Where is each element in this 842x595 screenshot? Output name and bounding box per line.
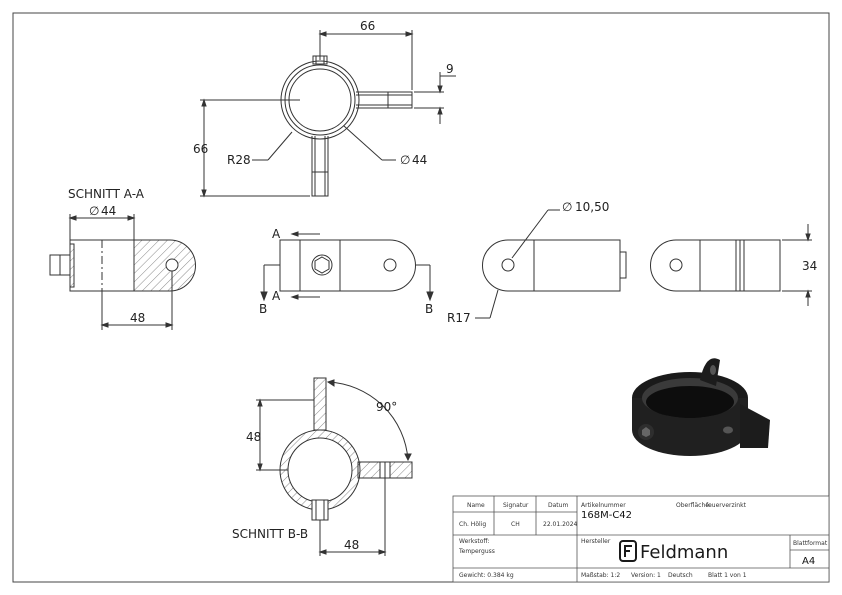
right-dim-height: 34 xyxy=(802,259,817,273)
tb-werkstoff-label: Werkstoff: xyxy=(459,538,490,545)
right-view xyxy=(650,224,812,306)
tb-oberflaeche: feuerverzinkt xyxy=(706,502,747,509)
section-bb-view xyxy=(256,377,413,556)
section-aa-title: SCHNITT A-A xyxy=(68,187,145,201)
section-bb-title: SCHNITT B-B xyxy=(232,527,308,541)
iso-view xyxy=(632,358,770,456)
tb-row-signatur: CH xyxy=(511,521,520,528)
tb-artikelnummer-label: Artikelnummer xyxy=(581,502,626,509)
side-radius-label: R17 xyxy=(447,311,471,325)
top-dim-tab: 9 xyxy=(446,62,454,76)
section-aa-diameter-label: 44 xyxy=(101,204,116,218)
section-aa-diameter-symbol: ∅ xyxy=(89,204,99,218)
side-diameter-symbol: ∅ xyxy=(562,200,572,214)
side-view xyxy=(475,209,627,319)
top-radius-label: R28 xyxy=(227,153,251,167)
tb-logo-text: Feldmann xyxy=(640,542,728,563)
front-label-b-right: B xyxy=(425,302,433,316)
sheet-border xyxy=(12,12,830,583)
section-aa-length-label: 48 xyxy=(130,311,145,325)
tb-artikelnummer: 168M-C42 xyxy=(581,510,632,521)
front-label-b-left: B xyxy=(259,302,267,316)
tb-massstab: Maßstab: 1:2 xyxy=(581,572,620,579)
tb-blatt: Blatt 1 von 1 xyxy=(708,572,747,579)
section-bb-length-label: 48 xyxy=(344,538,359,552)
tb-gewicht: Gewicht: 0.384 kg xyxy=(459,572,514,579)
top-view xyxy=(200,30,456,198)
top-diameter-label: 44 xyxy=(412,153,427,167)
section-bb-height-label: 48 xyxy=(246,430,261,444)
tb-sprache: Deutsch xyxy=(668,572,693,579)
front-label-a-top: A xyxy=(272,227,281,241)
section-bb-angle-label: 90° xyxy=(376,400,397,414)
tb-werkstoff: Temperguss xyxy=(458,548,495,555)
tb-blattformat-label: Blattformat xyxy=(793,540,828,547)
tb-header-signatur: Signatur xyxy=(503,502,529,509)
top-dim-height: 66 xyxy=(193,142,208,156)
tb-version: Version: 1 xyxy=(631,572,661,579)
tb-blattformat: A4 xyxy=(802,556,815,567)
front-view xyxy=(260,231,434,302)
tb-oberflaeche-label: Oberfläche: xyxy=(676,502,711,509)
top-diameter-symbol: ∅ xyxy=(400,153,410,167)
tb-header-name: Name xyxy=(467,502,485,509)
tb-hersteller-label: Hersteller xyxy=(581,538,611,545)
section-aa-view xyxy=(49,214,196,330)
title-block xyxy=(452,495,830,583)
top-dim-width: 66 xyxy=(360,19,375,33)
side-diameter-label: 10,50 xyxy=(575,200,609,214)
tb-header-datum: Datum xyxy=(548,502,568,509)
front-label-a-bottom: A xyxy=(272,289,281,303)
tb-row-datum: 22.01.2024 xyxy=(543,521,578,528)
tb-row-name: Ch. Hölig xyxy=(459,521,486,528)
feldmann-logo-icon xyxy=(619,540,637,562)
